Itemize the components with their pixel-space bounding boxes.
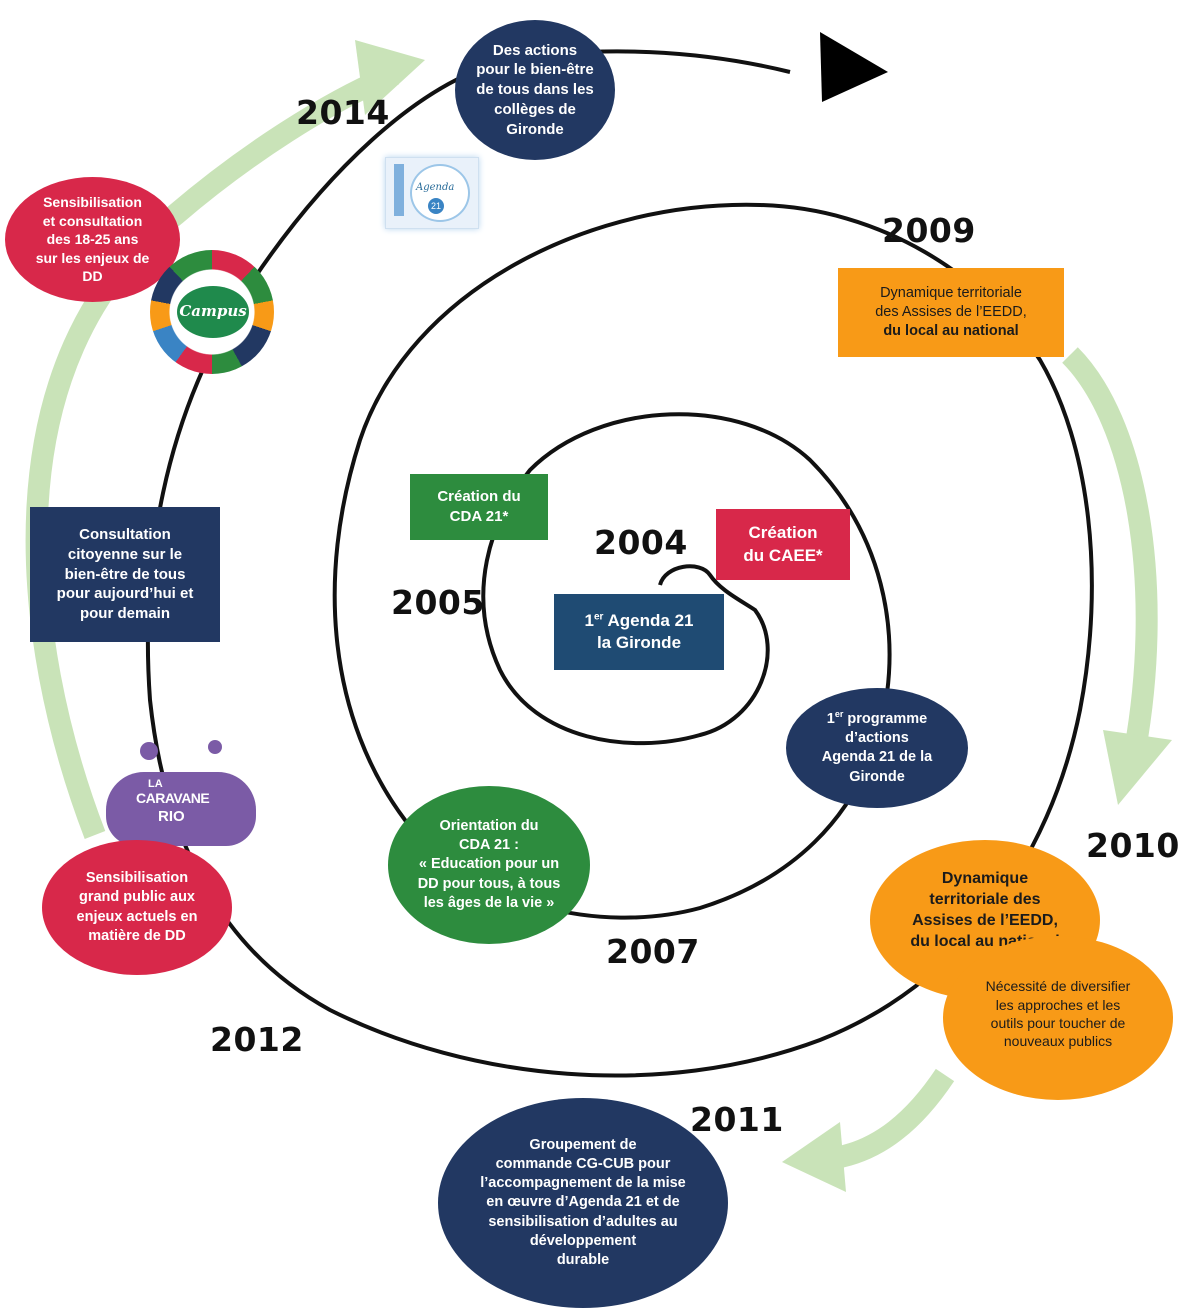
spiral-path: [145, 49, 1094, 1078]
agenda21-logo-digit: [394, 164, 404, 216]
arrow-right-downward-head: [1103, 730, 1172, 805]
node-dynamique-2009: Dynamique territoriale des Assises de l’…: [838, 268, 1064, 357]
programme-title-line: 1er programme: [826, 709, 928, 728]
agenda21-logo-text: Agenda: [416, 182, 455, 193]
spiral-end-arrowhead: [820, 32, 888, 102]
campus-logo-center: [177, 286, 249, 338]
node-sensibilisation-grand-public: Sensibilisation grand public aux enjeux …: [42, 840, 232, 975]
caravane-rio-logo: LA CARAVANE RIO: [100, 740, 262, 852]
node-groupement: Groupement de commande CG-CUB pour l’acc…: [438, 1098, 728, 1308]
year-2005: 2005: [391, 583, 485, 622]
arrow-bottom-leftward: [832, 1068, 955, 1169]
campus-logo: Campus: [150, 250, 274, 374]
caravane-people-icon: [208, 740, 222, 754]
year-2007: 2007: [606, 932, 700, 971]
node-creation-cda: Création du CDA 21*: [410, 474, 548, 540]
year-2009: 2009: [882, 211, 976, 250]
campus-logo-text: Campus: [179, 302, 247, 320]
year-2004: 2004: [594, 523, 688, 562]
year-2010: 2010: [1086, 826, 1180, 865]
year-2012: 2012: [210, 1020, 304, 1059]
node-premier-agenda-21: 1er Agenda 21 la Gironde: [554, 594, 724, 670]
arrow-right-downward: [1062, 347, 1158, 752]
agenda21-title-line: 1er Agenda 21: [584, 610, 694, 630]
caravane-logo-name: CARAVANE: [136, 790, 210, 806]
node-consultation-citoyenne: Consultation citoyenne sur le bien-être …: [30, 507, 220, 642]
year-2011: 2011: [690, 1100, 784, 1139]
arrow-bottom-leftward-head: [782, 1122, 846, 1192]
caravane-body: [106, 772, 256, 846]
caravane-logo-rio: RIO: [158, 808, 185, 825]
node-sensibilisation-18-25: Sensibilisation et consultation des 18-2…: [5, 177, 180, 302]
agenda21-logo-ring: [410, 164, 470, 222]
node-necessite: Nécessité de diversifier les approches e…: [943, 936, 1173, 1100]
year-2014: 2014: [296, 93, 390, 132]
node-orientation-cda: Orientation du CDA 21 : « Education pour…: [388, 786, 590, 944]
caravane-logo-la: LA: [148, 778, 163, 790]
agenda21-10-ans-logo: Agenda 21: [385, 157, 479, 229]
arrow-left-upward-head: [355, 40, 425, 115]
caravane-sun-icon: [140, 742, 158, 760]
node-premier-programme: 1er programme d’actions Agenda 21 de la …: [786, 688, 968, 808]
node-creation-caee: Création du CAEE*: [716, 509, 850, 580]
agenda21-logo-num: 21: [428, 198, 444, 214]
node-actions-bien-etre: Des actions pour le bien-être de tous da…: [455, 20, 615, 160]
